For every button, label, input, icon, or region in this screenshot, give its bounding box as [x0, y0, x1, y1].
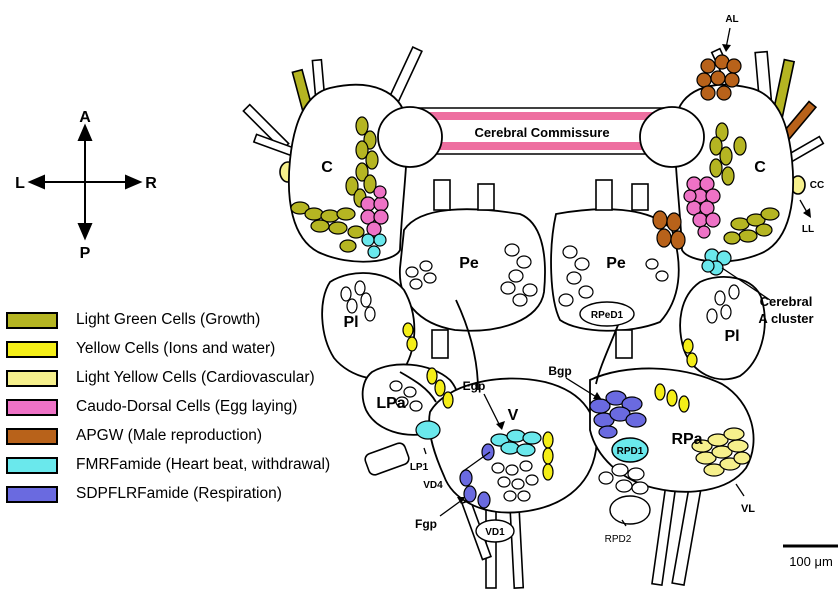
- compass-right: R: [145, 175, 157, 192]
- legend-label: Yellow Cells (Ions and water): [76, 340, 275, 358]
- label-rpd1: RPD1: [617, 446, 644, 457]
- rpd2-neuron: [610, 496, 650, 524]
- label-fgp: Fgp: [415, 517, 437, 531]
- legend-swatch: [6, 399, 58, 416]
- label-visceral: V: [508, 407, 519, 424]
- legend-item: FMRFamide (Heart beat, withdrawal): [6, 455, 366, 484]
- legend-label: Caudo-Dorsal Cells (Egg laying): [76, 398, 297, 416]
- label-ll: LL: [802, 224, 814, 235]
- legend-swatch: [6, 370, 58, 387]
- label-cerebral-left: C: [321, 159, 333, 176]
- label-egp: Egp: [463, 379, 486, 393]
- label-pedal-left: Pe: [459, 255, 479, 272]
- legend-label: Light Yellow Cells (Cardiovascular): [76, 369, 315, 387]
- label-left-parietal: LPa: [376, 395, 405, 412]
- compass-left: L: [15, 175, 25, 192]
- label-rpd2: RPD2: [605, 534, 632, 545]
- legend-swatch: [6, 486, 58, 503]
- scale-bar-label: 100 μm: [789, 554, 833, 569]
- legend-item: APGW (Male reproduction): [6, 426, 366, 455]
- label-pleural-right: Pl: [724, 328, 739, 345]
- label-vl: VL: [741, 503, 755, 515]
- left-cerebral-ganglion: [289, 85, 407, 262]
- legend-label: SDPFLRFamide (Respiration): [76, 485, 282, 503]
- legend-label: FMRFamide (Heart beat, withdrawal): [76, 456, 330, 474]
- legend-swatch: [6, 428, 58, 445]
- label-right-parietal: RPa: [671, 431, 702, 448]
- commissure-label: Cerebral Commissure: [474, 125, 609, 140]
- legend-item: Light Yellow Cells (Cardiovascular): [6, 368, 366, 397]
- compass-posterior: P: [80, 245, 91, 262]
- label-lp1: LP1: [410, 462, 429, 473]
- label-vd1: VD1: [485, 527, 505, 538]
- label-cerebral-right: C: [754, 159, 766, 176]
- legend-item: Yellow Cells (Ions and water): [6, 339, 366, 368]
- legend-item: Caudo-Dorsal Cells (Egg laying): [6, 397, 366, 426]
- label-cerebral-a-2: A cluster: [758, 311, 813, 326]
- label-pedal-right: Pe: [606, 255, 626, 272]
- legend-label: Light Green Cells (Growth): [76, 311, 260, 329]
- label-al: AL: [725, 14, 738, 25]
- legend-label: APGW (Male reproduction): [76, 427, 262, 445]
- compass: [30, 126, 140, 238]
- label-vd4: VD4: [423, 480, 443, 491]
- label-cc: CC: [810, 180, 824, 191]
- legend-item: Light Green Cells (Growth): [6, 310, 366, 339]
- legend: Light Green Cells (Growth) Yellow Cells (…: [6, 310, 366, 513]
- label-rped1: RPeD1: [591, 310, 624, 321]
- legend-item: SDPFLRFamide (Respiration): [6, 484, 366, 513]
- label-bgp: Bgp: [548, 364, 571, 378]
- compass-anterior: A: [79, 109, 91, 126]
- label-cerebral-a-1: Cerebral: [760, 294, 813, 309]
- legend-swatch: [6, 312, 58, 329]
- legend-swatch: [6, 341, 58, 358]
- legend-swatch: [6, 457, 58, 474]
